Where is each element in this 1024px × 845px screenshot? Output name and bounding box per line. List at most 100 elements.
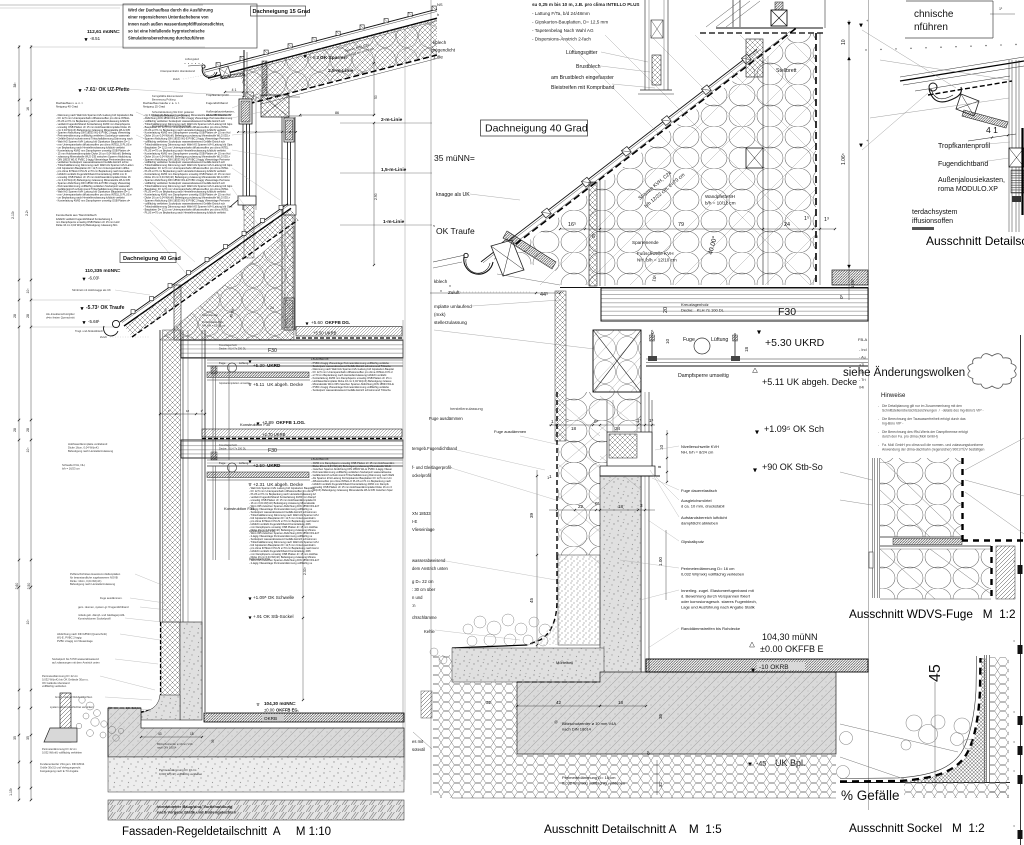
- svg-text:Dicke 16cm, 0,04 W/(mK): Dicke 16cm, 0,04 W/(mK): [68, 445, 99, 449]
- svg-text:- WLG 035 zwischen Sparren Abd: - WLG 035 zwischen Sparren Abdichtung DI…: [249, 558, 319, 562]
- svg-text:1-m-Linie: 1-m-Linie: [383, 219, 405, 225]
- svg-text:mittels geb. dämpf- und Gleitl: mittels geb. dämpf- und Gleitlagerprofil…: [78, 613, 125, 617]
- svg-text:Gipskartonplatten umseitig: Gipskartonplatten umseitig: [219, 381, 250, 385]
- svg-text:- Sockelputz wasserabweisend G: - Sockelputz wasserabweisend Gefälle Est…: [311, 364, 391, 368]
- svg-text:- Bauplatten D= 12,5 mm Unters: - Bauplatten D= 12,5 mm Unterspannbahn d…: [143, 125, 229, 129]
- svg-text:Zuluft: Zuluft: [173, 77, 180, 81]
- svg-text:- Bauplatten D= 12,5 mm Unters: - Bauplatten D= 12,5 mm Unterspannbahn d…: [143, 207, 229, 211]
- svg-text:Ausgleichsmörtel: Ausgleichsmörtel: [681, 498, 712, 503]
- svg-text:d ca. 10 mm, druckstabil: d ca. 10 mm, druckstabil: [681, 504, 724, 509]
- svg-text:Sockelputz bis 5 PW wasserabwe: Sockelputz bis 5 PW wasserabweisend: [52, 657, 99, 661]
- svg-text:auf zulassungen mit dem Anstri: auf zulassungen mit dem Anstrich unten: [52, 660, 100, 664]
- svg-text:18: 18: [618, 700, 624, 705]
- svg-text:Gipskalkputz: Gipskalkputz: [681, 539, 704, 544]
- svg-text:F30: F30: [268, 448, 277, 454]
- svg-text:- Trittschalldämmung Dämmung n: - Trittschalldämmung Dämmung nach Wahl A…: [249, 513, 319, 517]
- svg-text:- Gefälle Estrich schwimmend T: - Gefälle Estrich schwimmend Trittschall…: [56, 137, 133, 141]
- svg-text:- mm Unterspannbahn diffusions: - mm Unterspannbahn diffusionsoffen pro …: [56, 143, 132, 147]
- svg-text:nach DIN 18014: nach DIN 18014: [157, 745, 177, 749]
- svg-text:+5.11: +5.11: [253, 382, 265, 387]
- svg-text:- mm Dampfsperre umseitig OSB: - mm Dampfsperre umseitig OSB Platten d=…: [249, 525, 318, 529]
- svg-text:am Brustblech eingefasster: am Brustblech eingefasster: [551, 75, 614, 81]
- svg-text:Perimeterdämmung D= 16 cm: Perimeterdämmung D= 16 cm: [681, 566, 735, 571]
- svg-text:18: 18: [571, 426, 577, 431]
- svg-text:-: -: [878, 404, 879, 408]
- svg-text:- Dicke 16 cm 0,04 W/(mK) Befe: - Dicke 16 cm 0,04 W/(mK) Befestigung zu…: [249, 555, 316, 559]
- svg-text:22: 22: [578, 504, 584, 509]
- svg-text:Dachneigung 40 Grad: Dachneigung 40 Grad: [485, 123, 588, 135]
- svg-text:oder korrosionsgesch. starres: oder korrosionsgesch. starres Fugenblech…: [681, 599, 757, 604]
- svg-text:1.00: 1.00: [658, 557, 663, 566]
- svg-text:Fuge ausdämmen: Fuge ausdämmen: [494, 429, 526, 434]
- svg-text:- Sockelputz wasserabweisend G: - Sockelputz wasserabweisend Gefälle Est…: [311, 388, 391, 392]
- svg-text:32: 32: [658, 781, 663, 787]
- svg-text:Nivellerschwelle KVH: Nivellerschwelle KVH: [681, 444, 719, 449]
- svg-text:gregendicht: gregendicht: [431, 48, 456, 53]
- svg-text:vollflächig verkleben: vollflächig verkleben: [42, 684, 67, 688]
- svg-text:Alu-Insektenschutzgitter: Alu-Insektenschutzgitter: [46, 312, 75, 316]
- svg-text:- umseitig OSB Platten d= 15 m: - umseitig OSB Platten d= 15 mm Holzfase…: [56, 175, 131, 179]
- svg-text:3: 3: [1012, 741, 1016, 743]
- svg-text:10⁵: 10⁵: [651, 274, 658, 282]
- svg-text:Bleistreifen mit Kompriband: Bleistreifen mit Kompriband: [551, 85, 615, 91]
- svg-text:- luftdicht verklebt Fugendich: - luftdicht verklebt Fugendichtband Kont…: [249, 522, 311, 526]
- svg-text:- AG Sparren kVH Lattung b/d G: - AG Sparren kVH Lattung b/d Gipskarton …: [311, 476, 392, 480]
- svg-text:Decke: KLH 7s 200 DL: Decke: KLH 7s 200 DL: [219, 346, 247, 350]
- svg-text:18: 18: [186, 409, 190, 413]
- svg-text:Bemessung Prüfung: Bemessung Prüfung: [152, 98, 176, 102]
- svg-text:Ausschnitt Sockel M 1:2: Ausschnitt Sockel M 1:2: [849, 821, 985, 835]
- svg-text:44⁵: 44⁵: [540, 292, 548, 298]
- svg-text:- 2-lagig Vlieseinlage Perimet: - 2-lagig Vlieseinlage Perimeterdämmung …: [249, 507, 313, 511]
- svg-text:Sparrenende: Sparrenende: [632, 240, 659, 245]
- svg-text:nach DIN 18014: nach DIN 18014: [562, 727, 592, 732]
- svg-text:Dachneigung 40 Grad: Dachneigung 40 Grad: [123, 256, 181, 262]
- svg-text:- vollflächig verkleben Sockel: - vollflächig verkleben Sockelputz wasse…: [143, 181, 226, 185]
- svg-text:+.91 OK Stb-Sockel: +.91 OK Stb-Sockel: [253, 614, 293, 619]
- svg-text:mplatte umlaufend: mplatte umlaufend: [434, 304, 472, 309]
- svg-text:roma MODULO.XP: roma MODULO.XP: [206, 113, 232, 117]
- svg-text:Mörtelkeil: Mörtelkeil: [556, 660, 573, 665]
- svg-text:28: 28: [13, 428, 17, 432]
- svg-text:-6.03¹: -6.03¹: [88, 276, 100, 281]
- svg-text:OKFFB DG.: OKFFB DG.: [325, 320, 350, 325]
- svg-text:0,032 W/(mK) vollflächig verkl: 0,032 W/(mK) vollflächig verkleben: [42, 750, 83, 754]
- svg-text:Dachneigung 15 Grad: Dachneigung 15 Grad: [253, 9, 311, 15]
- svg-text:% Gefälle: % Gefälle: [841, 788, 900, 803]
- svg-text:Dachaufbau v. a. n. I.: Dachaufbau v. a. n. I.: [56, 101, 83, 105]
- svg-text:- PLUS e=70 cm Beplankung nach: - PLUS e=70 cm Beplankung nach Herstelle…: [249, 492, 316, 496]
- svg-text:durch den Fa. pro clima (Moll: durch den Fa. pro clima (Moll GmbH): [882, 434, 938, 438]
- svg-text:1.15¹: 1.15¹: [9, 787, 13, 796]
- svg-text:10¹: 10¹: [26, 447, 30, 453]
- svg-text:2.50: 2.50: [27, 583, 31, 590]
- svg-text:-: -: [878, 443, 879, 447]
- svg-text:- Ind: - Ind: [859, 348, 867, 352]
- svg-text:+: +: [866, 138, 869, 143]
- svg-text:28: 28: [26, 314, 30, 318]
- svg-text:- D= 12,5 mm Unterspannbahn di: - D= 12,5 mm Unterspannbahn diffusionsof…: [56, 116, 130, 120]
- svg-text:Sparren KVH, C24: Sparren KVH, C24: [344, 43, 369, 53]
- svg-text:28: 28: [13, 314, 17, 318]
- svg-text:04i: 04i: [859, 386, 864, 390]
- svg-text:F30: F30: [268, 348, 277, 354]
- svg-text:WandpfetteNH: WandpfetteNH: [705, 194, 735, 199]
- svg-text:45: 45: [927, 664, 944, 682]
- svg-text:Perimeterdämmung D= 16 cm: Perimeterdämmung D= 16 cm: [562, 775, 616, 780]
- svg-text:Fußschwelle KVH: Fußschwelle KVH: [202, 320, 223, 324]
- svg-text:Decke: KLH 7s 200 DL: Decke: KLH 7s 200 DL: [219, 446, 247, 450]
- svg-text:Fuge: Fuge: [219, 461, 226, 465]
- svg-text:Konstruktionen Sockelprofil: Konstruktionen Sockelprofil: [78, 616, 111, 620]
- svg-text:20: 20: [663, 307, 669, 313]
- svg-text:10: 10: [659, 444, 664, 450]
- svg-text:- Sparren Abdichtung DIN 18533: - Sparren Abdichtung DIN 18533 W1-E PVBC…: [143, 157, 230, 161]
- svg-text:Dicke: 10cm, 0,04 W/(mK): Dicke: 10cm, 0,04 W/(mK): [70, 579, 101, 583]
- svg-text:- Dämmung nach Wahl AG Sparren: - Dämmung nach Wahl AG Sparren kVH Lattu…: [56, 113, 134, 117]
- svg-text:-8.51: -8.51: [90, 36, 101, 41]
- svg-text:0⁵: 0⁵: [594, 419, 599, 424]
- svg-text:OK Gelände überstand: OK Gelände überstand: [42, 681, 70, 685]
- svg-text:- WLG 035 zwischen Sparren Abd: - WLG 035 zwischen Sparren Abdichtung DI…: [249, 531, 319, 535]
- svg-text:- Dispersions-Anstrich 2-fach: - Dispersions-Anstrich 2-fach: [532, 37, 591, 42]
- svg-text:- umseitig OSB Platten d= 15 m: - umseitig OSB Platten d= 15 mm Holzfase…: [56, 125, 131, 129]
- svg-text:- Sparren Abdichtung DIN 18533: - Sparren Abdichtung DIN 18533 W1-E PVBC…: [56, 131, 131, 135]
- svg-text:- b/d Gipskarton Bauplatten D=: - b/d Gipskarton Bauplatten D= 12,5 mm U…: [249, 516, 316, 520]
- svg-text:2.13¹: 2.13¹: [11, 210, 15, 219]
